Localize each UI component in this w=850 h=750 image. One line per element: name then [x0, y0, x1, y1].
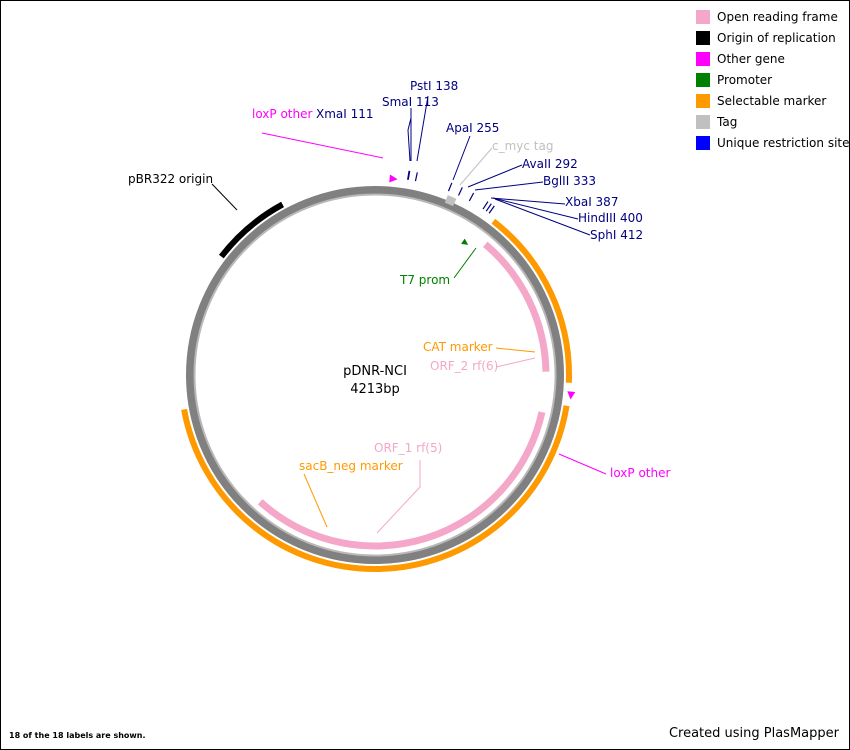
label-loxp-right: loxP other — [610, 466, 670, 480]
label-bglii: BglII 333 — [543, 174, 596, 188]
leader-loxp2 — [558, 453, 607, 475]
feature-arcs — [181, 195, 572, 572]
site-tick-3 — [447, 182, 453, 192]
backbone-inner-ring — [193, 193, 557, 557]
leader-orf1 — [376, 460, 421, 534]
leader-cat — [495, 347, 536, 353]
leader-sacb — [303, 473, 328, 528]
feature-arc-tag — [444, 195, 457, 207]
label-sphi: SphI 412 — [590, 228, 643, 242]
leader-tag — [459, 147, 493, 186]
leader-psti — [416, 95, 429, 162]
leader-bglii — [474, 181, 544, 191]
label-loxp-top: loxP other — [252, 107, 312, 121]
leader-pbr322 — [211, 183, 238, 211]
feature-arc-orf1 — [257, 411, 546, 550]
legend-label-promoter: Promoter — [717, 73, 772, 87]
legend-swatch-origin — [696, 31, 710, 45]
loxp-marker-right — [567, 391, 576, 400]
loxp-marker-top — [389, 174, 398, 183]
leader-loxp1 — [261, 132, 384, 159]
plasmid-name: pDNR-NCI — [343, 364, 407, 379]
label-psti: PstI 138 — [410, 79, 458, 93]
label-apai: ApaI 255 — [446, 121, 499, 135]
legend-swatch-selectable-marker — [696, 94, 710, 108]
label-orf1: ORF_1 rf(5) — [374, 441, 442, 455]
backbone-outer-ring — [186, 186, 564, 564]
site-tick-4 — [457, 187, 463, 196]
plasmid-size: 4213bp — [350, 382, 400, 397]
leader-apai — [452, 135, 471, 181]
label-c-myc-tag: c_myc tag — [492, 139, 553, 153]
label-t7-prom: T7 prom — [399, 273, 450, 287]
legend-swatch-promoter — [696, 73, 710, 87]
site-tick-2 — [414, 172, 418, 182]
leader-lines — [211, 95, 607, 534]
leader-hindiii — [492, 197, 579, 220]
legend-swatch-other-gene — [696, 52, 710, 66]
site-tick-7 — [485, 203, 492, 212]
label-cat-marker: CAT marker — [423, 340, 493, 354]
feature-arc-pbr322 — [218, 201, 285, 259]
leader-xmai — [407, 117, 412, 162]
feature-arc-sacb — [181, 405, 570, 572]
legend-label-orf: Open reading frame — [717, 10, 838, 24]
leader-sphi — [494, 198, 591, 236]
site-tick-1 — [407, 170, 411, 180]
legend-swatch-unique-site — [696, 136, 710, 150]
site-tick-5 — [468, 192, 475, 202]
legend-label-unique-site: Unique restriction site — [717, 136, 850, 150]
feature-arc-orf2 — [483, 241, 550, 372]
label-smai: SmaI 113 — [382, 95, 439, 109]
leader-orf2 — [495, 357, 536, 368]
legend-label-other-gene: Other gene — [717, 52, 785, 66]
leader-t7 — [453, 247, 477, 279]
label-sacb-marker: sacB_neg marker — [299, 459, 403, 473]
feature-arc-cat — [491, 218, 572, 383]
t7-promoter-marker — [461, 238, 469, 245]
leader-avaii — [467, 164, 523, 188]
legend: Open reading frame Origin of replication… — [696, 10, 850, 150]
label-orf2: ORF_2 rf(6) — [430, 359, 498, 373]
label-avaii: AvaII 292 — [522, 157, 578, 171]
label-xbai: XbaI 387 — [565, 195, 618, 209]
footer-label-count: 18 of the 18 labels are shown. — [9, 731, 146, 740]
legend-swatch-tag — [696, 115, 710, 129]
site-ticks — [407, 170, 495, 214]
label-hindiii: HindIII 400 — [578, 211, 643, 225]
label-xmai: XmaI 111 — [316, 107, 374, 121]
leader-xbai — [490, 197, 566, 205]
label-pbr322-origin: pBR322 origin — [128, 172, 213, 186]
site-tick-8 — [488, 205, 495, 214]
site-tick-6 — [482, 201, 489, 210]
legend-label-tag: Tag — [716, 115, 737, 129]
legend-swatch-orf — [696, 10, 710, 24]
footer-credit: Created using PlasMapper — [669, 726, 840, 741]
legend-label-origin: Origin of replication — [717, 31, 836, 45]
legend-label-selectable-marker: Selectable marker — [717, 94, 826, 108]
